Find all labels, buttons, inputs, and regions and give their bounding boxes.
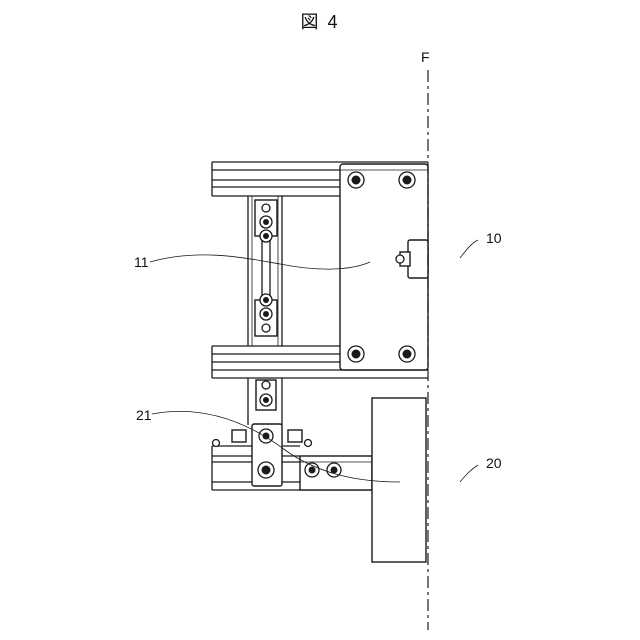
label-20: 20 xyxy=(486,455,502,471)
lower-link xyxy=(248,378,282,425)
label-21: 21 xyxy=(136,407,152,423)
upper-link xyxy=(255,200,277,336)
bracket-21 xyxy=(252,424,372,490)
leader-10 xyxy=(460,240,478,258)
block-20 xyxy=(372,398,426,562)
label-f: F xyxy=(421,49,430,65)
leader-20 xyxy=(460,465,478,482)
label-11: 11 xyxy=(134,254,149,270)
leader-11 xyxy=(150,255,370,269)
label-10: 10 xyxy=(486,230,502,246)
